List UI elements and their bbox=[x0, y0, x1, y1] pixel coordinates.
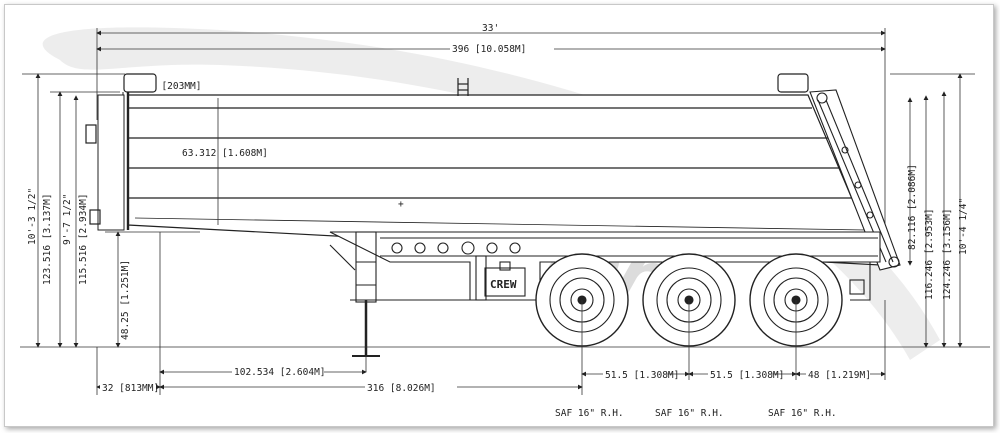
overall-length-label: 33' bbox=[482, 23, 499, 34]
chassis bbox=[329, 231, 881, 357]
rear-body-height-label: 82.116 [2.086M] bbox=[907, 164, 918, 250]
axle-label-3: SAF 16" R.H. bbox=[768, 408, 837, 419]
axle-label-1: SAF 16" R.H. bbox=[555, 408, 624, 419]
svg-text:+: + bbox=[398, 199, 404, 210]
body-top-in-label: 115.516 [2.934M] bbox=[78, 193, 89, 285]
coupling-height-label: 48.25 [1.251M] bbox=[120, 260, 131, 340]
front-overhang-label: 32 [813MM] bbox=[102, 383, 159, 394]
body-top-ft-label: 9'-7 1/2" bbox=[62, 194, 73, 245]
front-height-ft-label: 10'-3 1/2" bbox=[27, 188, 38, 245]
axle-label-2: SAF 16" R.H. bbox=[655, 408, 724, 419]
body-height-label: 63.312 [1.608M] bbox=[182, 148, 268, 159]
kingpin-to-rear-axle-label: 316 [8.026M] bbox=[367, 383, 436, 394]
rear-height-in-label: 116.246 [2.953M] bbox=[924, 208, 935, 300]
front-height-in-label: 123.516 [3.137M] bbox=[42, 193, 53, 285]
plate-text: CREW bbox=[490, 278, 517, 291]
axle-spacing-1-label: 51.5 [1.308M] bbox=[605, 370, 679, 381]
tipper-body bbox=[85, 73, 881, 266]
rear-top-ft-label: 10'-4 1/4" bbox=[958, 198, 969, 255]
kingpin-to-leg-label: 102.534 [2.604M] bbox=[234, 367, 326, 378]
side-board-label: 8 [203MM] bbox=[150, 81, 201, 92]
rear-top-in-label: 124.246 [3.156M] bbox=[942, 208, 953, 300]
axle-spacing-2-label: 51.5 [1.308M] bbox=[710, 370, 784, 381]
axle-wheels bbox=[535, 253, 871, 347]
tailgate bbox=[809, 89, 901, 271]
length-inches-label: 396 [10.058M] bbox=[452, 44, 526, 55]
rear-overhang-label: 48 [1.219M] bbox=[808, 370, 871, 381]
